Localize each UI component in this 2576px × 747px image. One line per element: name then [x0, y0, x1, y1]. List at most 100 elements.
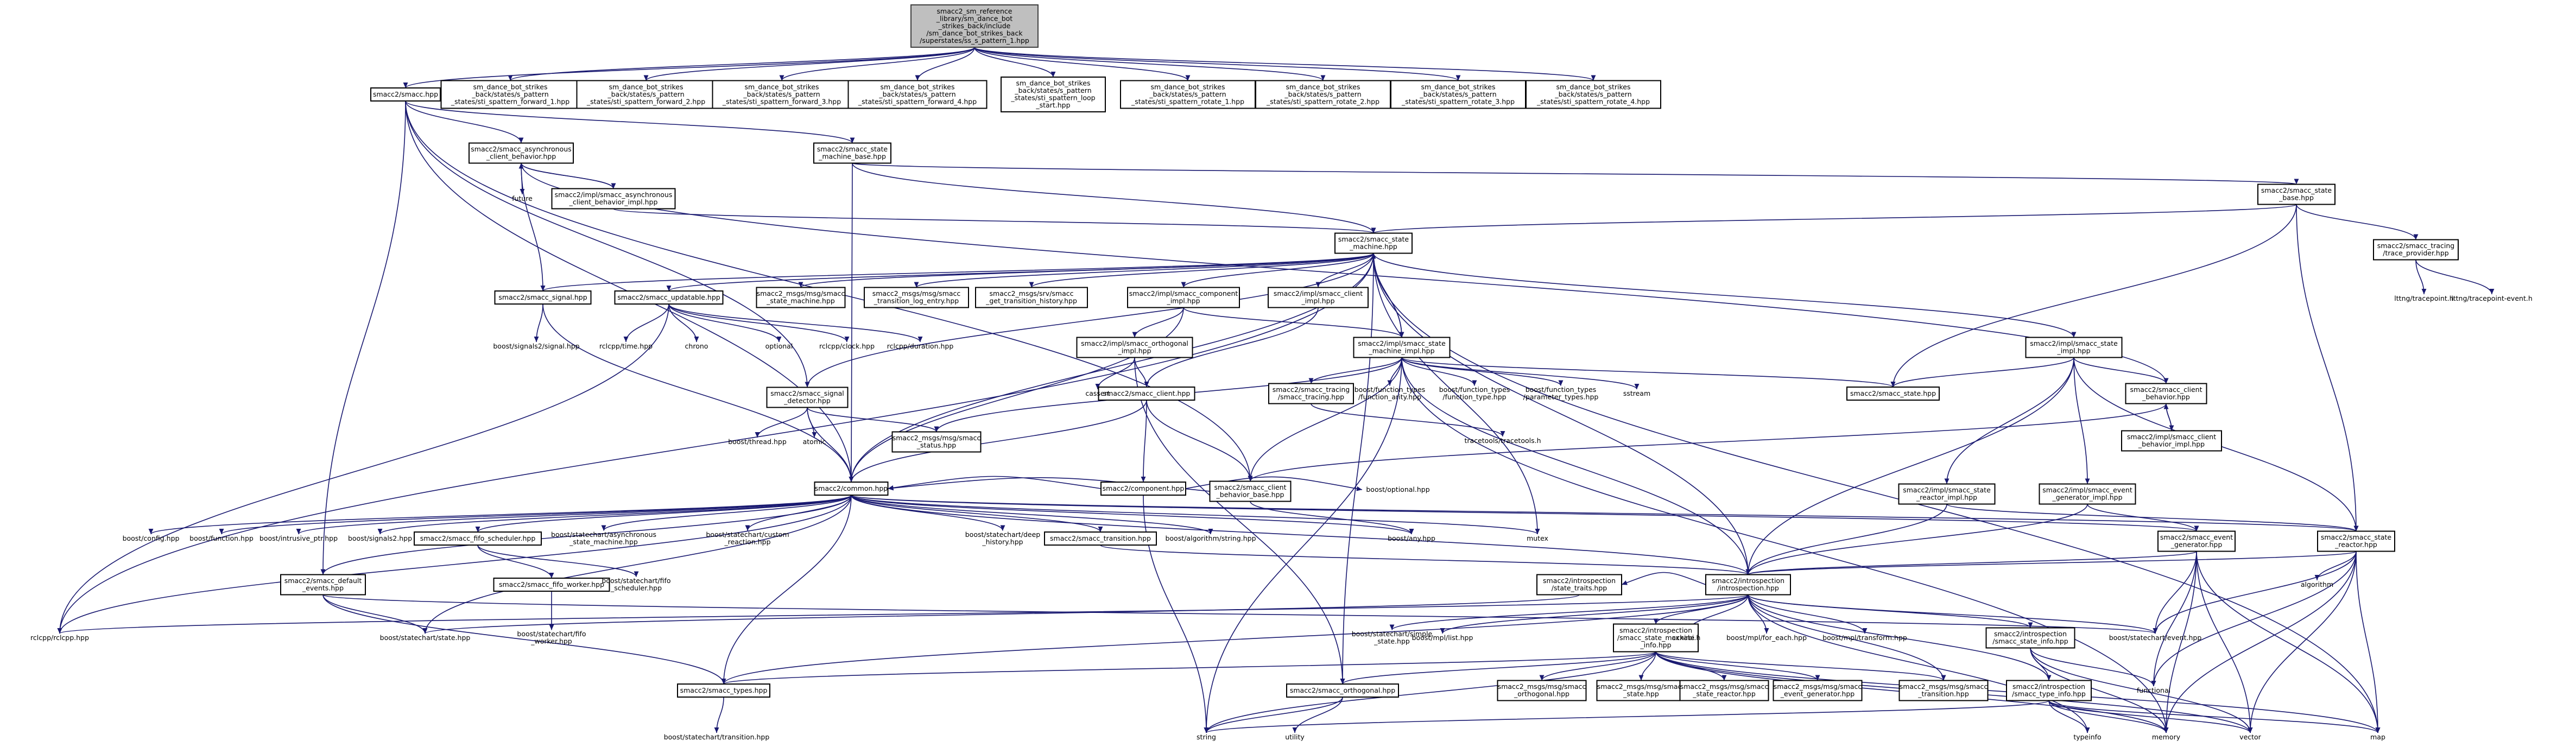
node-ft[interactable]: boost/function_types/function_type.hpp [1439, 385, 1510, 401]
node-rclcpp[interactable]: rclcpp/rclcpp.hpp [30, 634, 89, 642]
node-map[interactable]: map [2370, 733, 2385, 741]
node-transition-sc[interactable]: boost/statechart/transition.hpp [664, 733, 770, 741]
node-async-sm[interactable]: boost/statechart/asynchronous_state_mach… [551, 530, 656, 546]
node-mpl-transform[interactable]: boost/mpl/transform.hpp [1822, 634, 1907, 642]
node-m-orth[interactable]: smacc2_msgs/msg/smacc_orthogonal.hpp [1497, 680, 1587, 701]
node-state-base[interactable]: smacc2/smacc_state_base.hpp [2257, 183, 2336, 205]
node-m-trans[interactable]: smacc2_msgs/msg/smacc_transition.hpp [1898, 680, 1989, 701]
node-cb-hpp[interactable]: smacc2/smacc_client_behavior.hpp [2125, 383, 2207, 404]
node-reactor-impl[interactable]: smacc2/impl/smacc_state_reactor_impl.hpp [1898, 483, 1996, 505]
node-sm-base[interactable]: smacc2/smacc_state_machine_base.hpp [813, 142, 891, 164]
node-fwd4[interactable]: sm_dance_bot_strikes_back/states/s_patte… [847, 80, 988, 109]
node-smacc-hpp[interactable]: smacc2/smacc.hpp [370, 87, 441, 102]
node-m-state[interactable]: smacc2_msgs/msg/smacc_state.hpp [1596, 680, 1686, 701]
node-fifo-worker-sc[interactable]: boost/statechart/fifo_worker.hpp [517, 630, 586, 645]
node-tracepoint[interactable]: lttng/tracepoint.h [2394, 294, 2453, 302]
node-state-hpp[interactable]: smacc2/smacc_state.hpp [1846, 387, 1940, 401]
node-atomic[interactable]: atomic [803, 438, 826, 446]
node-cb-impl[interactable]: smacc2/impl/smacc_client_behavior_impl.h… [2121, 430, 2222, 452]
node-rot1[interactable]: sm_dance_bot_strikes_back/states/s_patte… [1120, 80, 1256, 109]
node-signals2[interactable]: boost/signals2/signal.hpp [493, 342, 579, 350]
node-fifo-worker[interactable]: smacc2/smacc_fifo_worker.hpp [493, 578, 610, 592]
node-evgen[interactable]: smacc2/smacc_event_generator.hpp [2157, 530, 2236, 552]
node-root[interactable]: smacc2_sm_reference_library/sm_dance_bot… [910, 4, 1039, 48]
node-cb-base[interactable]: smacc2/smacc_client_behavior_base.hpp [1209, 480, 1292, 502]
node-mpl-foreach[interactable]: boost/mpl/for_each.hpp [1726, 634, 1807, 642]
node-chrono[interactable]: chrono [685, 342, 708, 350]
node-boost-function[interactable]: boost/function.hpp [189, 534, 254, 542]
node-introspection[interactable]: smacc2/introspection/introspection.hpp [1705, 574, 1791, 596]
node-rot2[interactable]: sm_dance_bot_strikes_back/states/s_patte… [1255, 80, 1391, 109]
node-cxxabi[interactable]: cxxabi.h [1672, 634, 1701, 642]
node-tracing[interactable]: smacc2/smacc_tracing/smacc_tracing.hpp [1268, 383, 1354, 404]
node-tracing-prov[interactable]: smacc2/smacc_tracing/trace_provider.hpp [2373, 239, 2459, 261]
node-rclcpp-clock[interactable]: rclcpp/clock.hpp [819, 342, 875, 350]
node-msg-trans-log[interactable]: smacc2_msgs/msg/smacc_transition_log_ent… [864, 287, 969, 308]
node-fwd3[interactable]: sm_dance_bot_strikes_back/states/s_patte… [712, 80, 852, 109]
node-state-impl[interactable]: smacc2/impl/smacc_state_impl.hpp [2025, 337, 2123, 358]
node-string[interactable]: string [1197, 733, 1216, 741]
node-rot4[interactable]: sm_dance_bot_strikes_back/states/s_patte… [1526, 80, 1661, 109]
node-signals2-hpp[interactable]: boost/signals2.hpp [348, 534, 412, 542]
node-comp-impl[interactable]: smacc2/impl/smacc_component_impl.hpp [1127, 287, 1240, 308]
node-state-sc[interactable]: boost/statechart/state.hpp [380, 634, 471, 642]
node-boost-optional[interactable]: boost/optional.hpp [1366, 485, 1429, 493]
node-async[interactable]: smacc2/smacc_asynchronous_client_behavio… [469, 142, 574, 164]
node-srv-hist[interactable]: smacc2_msgs/srv/smacc_get_transition_his… [975, 287, 1088, 308]
node-client[interactable]: smacc2/smacc_client.hpp [1098, 387, 1195, 401]
node-sm-hpp[interactable]: smacc2/smacc_state_machine.hpp [1334, 232, 1413, 254]
node-msg-sm[interactable]: smacc2_msgs/msg/smacc_state_machine.hpp [756, 287, 846, 308]
node-custom-reaction[interactable]: boost/statechart/custom_reaction.hpp [706, 530, 789, 546]
node-fwd1[interactable]: sm_dance_bot_strikes_back/states/s_patte… [440, 80, 580, 109]
node-algorithm[interactable]: algorithm [2301, 580, 2333, 588]
node-common[interactable]: smacc2/common.hpp [814, 482, 889, 496]
node-evgen-impl[interactable]: smacc2/impl/smacc_event_generator_impl.h… [2039, 483, 2136, 505]
node-mpl-list[interactable]: boost/mpl/list.hpp [1412, 634, 1473, 642]
node-fifo-sched[interactable]: smacc2/smacc_fifo_scheduler.hpp [414, 531, 542, 546]
node-sig-det[interactable]: smacc2/smacc_signal_detector.hpp [766, 387, 849, 408]
node-m-reactor[interactable]: smacc2_msgs/msg/smacc_state_reactor.hpp [1679, 680, 1769, 701]
node-fifo-sc[interactable]: boost/statechart/fifo_scheduler.hpp [602, 577, 670, 592]
node-signal[interactable]: smacc2/smacc_signal.hpp [494, 290, 592, 305]
node-utility[interactable]: utility [1285, 733, 1305, 741]
node-string-alg[interactable]: boost/algorithm/string.hpp [1165, 534, 1256, 542]
node-boost-any[interactable]: boost/any.hpp [1388, 534, 1435, 542]
node-orth-impl[interactable]: smacc2/impl/smacc_orthogonal_impl.hpp [1076, 337, 1193, 358]
node-sm-info[interactable]: smacc2/introspection/smacc_state_machine… [1613, 623, 1699, 653]
node-fpt[interactable]: boost/function_types/parameter_types.hpp [1523, 385, 1599, 401]
node-simple-state[interactable]: boost/statechart/simple_state.hpp [1352, 630, 1433, 645]
node-boost-config[interactable]: boost/config.hpp [123, 534, 180, 542]
node-orthogonal[interactable]: smacc2/smacc_orthogonal.hpp [1286, 683, 1399, 698]
node-reactor[interactable]: smacc2/smacc_state_reactor.hpp [2317, 530, 2395, 552]
node-rclcpp-time[interactable]: rclcpp/time.hpp [599, 342, 653, 350]
node-rot3[interactable]: sm_dance_bot_strikes_back/states/s_patte… [1390, 80, 1526, 109]
node-tp-event[interactable]: lttng/tracepoint-event.h [2451, 294, 2533, 302]
node-state-info[interactable]: smacc2/introspection/smacc_state_info.hp… [1985, 627, 2075, 649]
node-intrusive[interactable]: boost/intrusive_ptr.hpp [260, 534, 338, 542]
node-functional[interactable]: functional [2137, 686, 2170, 694]
node-tracetools[interactable]: tracetools/tracetools.h [1465, 436, 1541, 445]
node-transition[interactable]: smacc2/smacc_transition.hpp [1044, 531, 1157, 546]
node-fwd2[interactable]: sm_dance_bot_strikes_back/states/s_patte… [576, 80, 716, 109]
node-loop[interactable]: sm_dance_bot_strikes_back/states/s_patte… [1001, 77, 1106, 112]
node-component[interactable]: smacc2/component.hpp [1100, 482, 1186, 496]
node-m-evgen[interactable]: smacc2_msgs/msg/smacc_event_generator.hp… [1773, 680, 1863, 701]
node-mutex[interactable]: mutex [1527, 534, 1548, 542]
node-typeinfo[interactable]: typeinfo [2073, 733, 2101, 741]
node-type-info[interactable]: smacc2/introspection/smacc_type_info.hpp [2006, 680, 2092, 701]
node-event-sc[interactable]: boost/statechart/event.hpp [2109, 634, 2202, 642]
node-fa[interactable]: boost/function_types/function_arity.hpp [1355, 385, 1426, 401]
node-async-impl[interactable]: smacc2/impl/smacc_asynchronous_client_be… [551, 188, 676, 210]
node-deep-history[interactable]: boost/statechart/deep_history.hpp [965, 530, 1041, 546]
node-cassert[interactable]: cassert [1085, 389, 1110, 397]
node-updatable[interactable]: smacc2/smacc_updatable.hpp [614, 290, 724, 305]
node-types[interactable]: smacc2/smacc_types.hpp [677, 683, 770, 698]
node-state-traits[interactable]: smacc2/introspection/state_traits.hpp [1536, 574, 1622, 596]
node-client-impl[interactable]: smacc2/impl/smacc_client_impl.hpp [1268, 287, 1369, 308]
node-sstream[interactable]: sstream [1623, 389, 1650, 397]
node-default-ev[interactable]: smacc2/smacc_default_events.hpp [280, 574, 366, 596]
node-future[interactable]: future [512, 194, 533, 202]
node-memory[interactable]: memory [2152, 733, 2181, 741]
node-sm-impl[interactable]: smacc2/impl/smacc_state_machine_impl.hpp [1353, 337, 1451, 358]
node-thread[interactable]: boost/thread.hpp [728, 438, 787, 446]
